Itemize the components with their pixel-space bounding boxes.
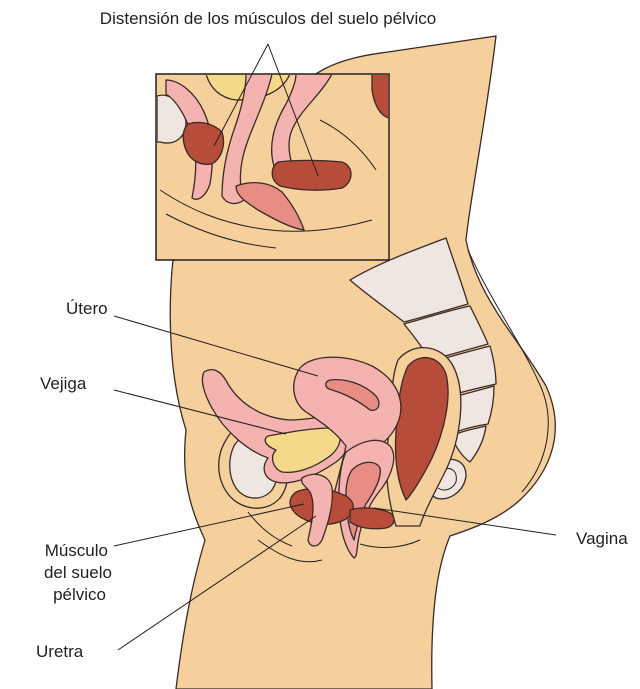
label-vagina: Vagina (576, 529, 628, 548)
label-vejiga: Vejiga (40, 374, 87, 393)
label-utero: Útero (66, 299, 108, 318)
inset-magnified-view (156, 74, 389, 260)
label-musculo-line-1: Músculo (45, 541, 108, 560)
label-musculo-line-2: del suelo (44, 563, 112, 582)
label-musculo-line-3: pélvico (53, 585, 106, 604)
label-uretra: Uretra (36, 642, 84, 661)
label-title: Distensión de los músculos del suelo pél… (100, 9, 436, 28)
